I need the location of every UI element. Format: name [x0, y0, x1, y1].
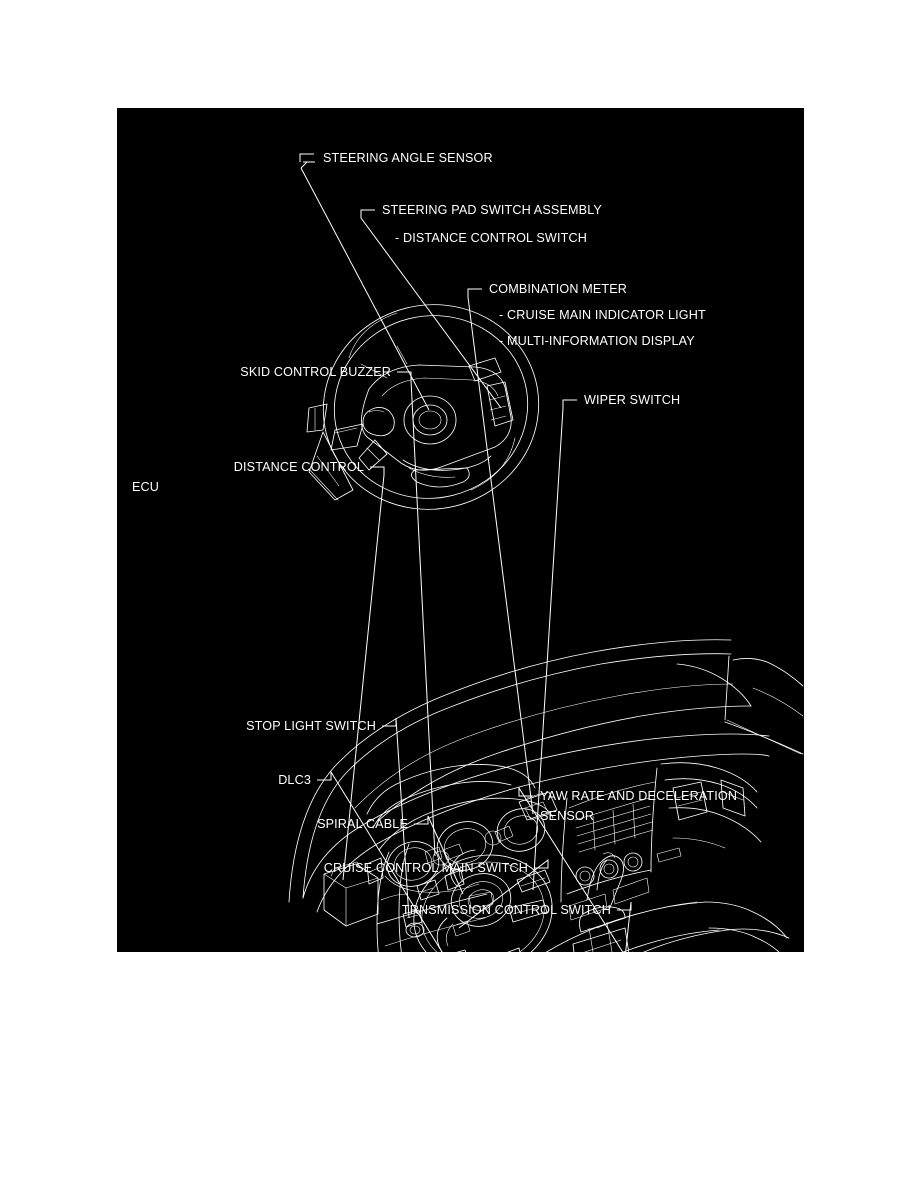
callout-label-steering-pad-switch-assembly: STEERING PAD SWITCH ASSEMBLY	[382, 203, 602, 217]
leader-combination-meter	[467, 288, 534, 815]
diagram-figure-panel: STEERING ANGLE SENSOR STEERING PAD SWITC…	[117, 108, 804, 952]
callout-label-transmission-control-switch: TRNSMISSION CONTROL SWITCH	[402, 903, 611, 917]
callout-label-combination-meter: COMBINATION METER	[489, 282, 627, 296]
leader-skid-control-buzzer	[397, 371, 436, 857]
leader-stop-light-switch	[382, 717, 410, 919]
distance-control-ecu-part	[323, 861, 379, 927]
callout-label-steering-angle-sensor: STEERING ANGLE SENSOR	[323, 151, 493, 165]
callout-label-distance-control-ecu: DISTANCE CONTROL	[234, 460, 364, 474]
leader-transmission-control-switch	[617, 901, 632, 952]
instrument-panel-illustration	[288, 639, 804, 952]
leader-spiral-cable	[414, 815, 464, 895]
callout-labels: STEERING ANGLE SENSOR STEERING PAD SWITC…	[132, 151, 737, 917]
leader-wiper-switch	[532, 399, 577, 891]
callout-label-yaw-rate-and-deceleration-sensor: YAW RATE AND DECELERATION	[540, 789, 737, 803]
callout-label-wiper-switch: WIPER SWITCH	[584, 393, 680, 407]
cruise-control-main-switch-part	[452, 920, 471, 937]
callout-sublabel-sensor: SENSOR	[540, 809, 594, 823]
callout-sublabel-ecu: ECU	[132, 480, 159, 494]
callout-label-cruise-control-main-switch: CRUISE CONTROL MAIN SWITCH	[324, 861, 528, 875]
steering-wheel-illustration	[306, 304, 540, 510]
leader-dlc3	[317, 770, 443, 952]
leader-distance-control-ecu	[342, 466, 385, 881]
callout-sublabel-cruise-main-indicator-light: - CRUISE MAIN INDICATOR LIGHT	[499, 308, 706, 322]
callout-sublabel-multi-information-display: - MULTI-INFORMATION DISPLAY	[499, 334, 695, 348]
leader-cruise-control-main-switch	[458, 858, 549, 929]
leader-steering-pad-switch	[360, 209, 502, 409]
callout-sublabel-distance-control-switch: - DISTANCE CONTROL SWITCH	[395, 231, 587, 245]
callout-label-dlc3: DLC3	[278, 773, 311, 787]
leader-lines	[299, 153, 632, 952]
callout-label-stop-light-switch: STOP LIGHT SWITCH	[246, 719, 376, 733]
dashboard-component-diagram: STEERING ANGLE SENSOR STEERING PAD SWITC…	[132, 151, 804, 952]
leader-steering-angle-sensor	[300, 161, 430, 411]
callout-label-spiral-cable: SPIRAL CABLE	[317, 817, 408, 831]
leader-yaw-rate-sensor	[518, 786, 624, 952]
callout-label-skid-control-buzzer: SKID CONTROL BUZZER	[240, 365, 391, 379]
